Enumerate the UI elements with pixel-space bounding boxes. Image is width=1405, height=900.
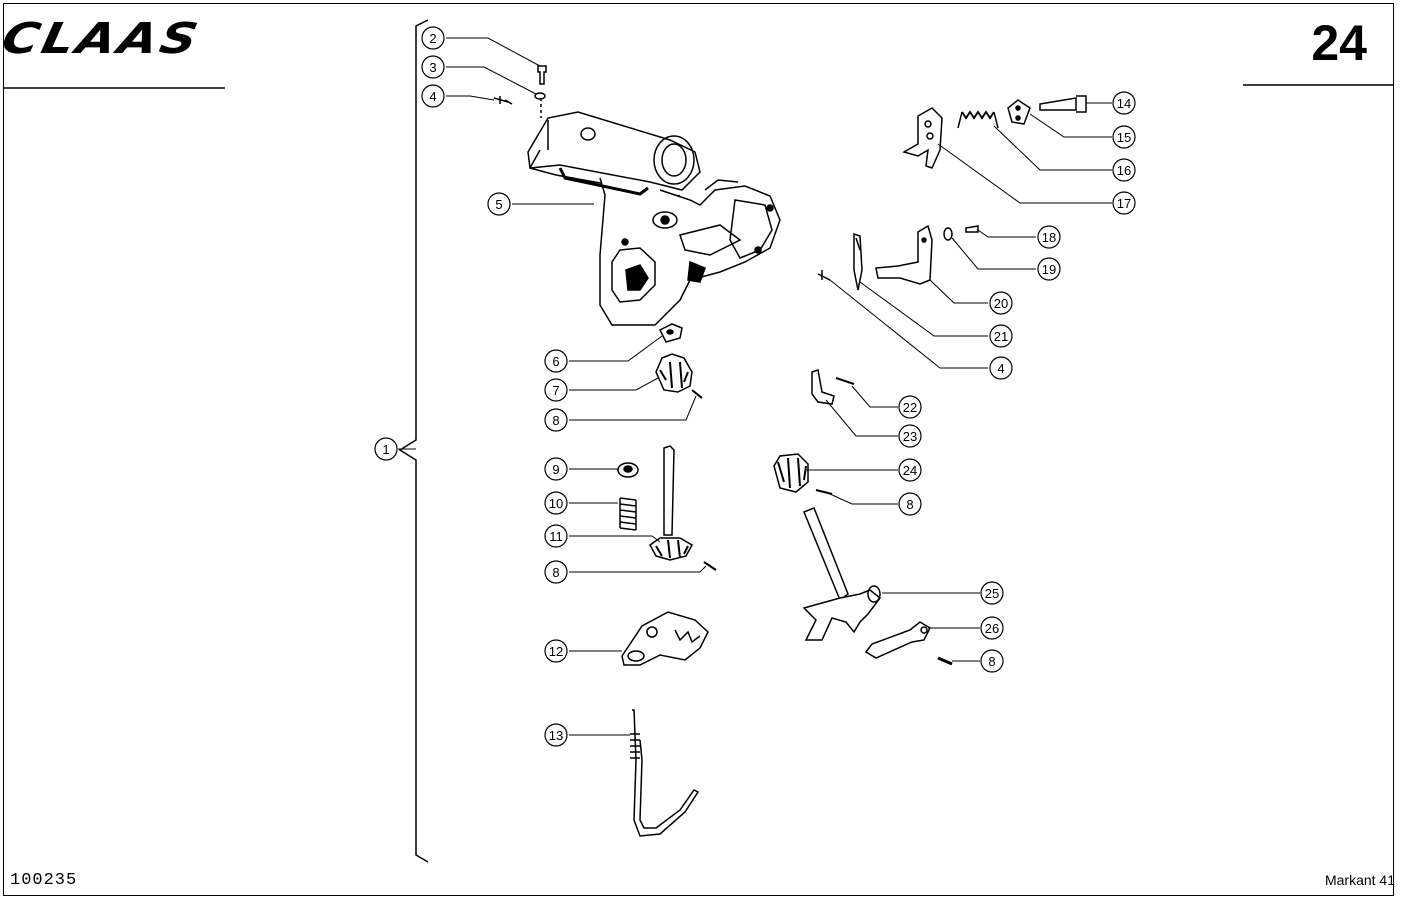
callout-label: 8 — [906, 497, 913, 512]
part-pinion — [655, 353, 693, 393]
callout-4: 4 — [421, 84, 445, 108]
part-pin-8a — [691, 389, 703, 399]
callout-22: 22 — [898, 395, 922, 419]
page-number: 24 — [1311, 15, 1367, 71]
part-pinion-right — [773, 453, 809, 493]
callout-20: 20 — [989, 291, 1013, 315]
callout-3: 3 — [421, 55, 445, 79]
callout-12: 12 — [544, 639, 568, 663]
callout-label: 11 — [549, 529, 563, 544]
callout-label: 21 — [994, 329, 1008, 344]
part-knob — [811, 369, 835, 405]
callout-label: 1 — [382, 442, 389, 457]
part-ratchet-lever — [621, 611, 709, 666]
callout-16: 16 — [1112, 158, 1136, 182]
callout-18: 18 — [1037, 225, 1061, 249]
callout-label: 18 — [1042, 230, 1056, 245]
callout-4: 4 — [989, 356, 1013, 380]
part-block — [658, 323, 683, 343]
callouts: 2 3 4 5 6 7 8 1 9 10 11 8 12 13 14 15 16… — [374, 26, 1136, 747]
part-pin-8c — [815, 489, 833, 495]
part-lever-26 — [864, 621, 931, 659]
callout-label: 5 — [495, 197, 502, 212]
callout-24: 24 — [898, 458, 922, 482]
model-name: Markant 41 — [1324, 872, 1395, 888]
part-pin-top — [493, 96, 513, 105]
part-plate — [1007, 99, 1031, 125]
part-washer-top — [534, 92, 546, 100]
part-bolt — [1039, 95, 1087, 113]
leader-lines — [398, 37, 1112, 736]
callout-11: 11 — [544, 524, 568, 548]
callout-1: 1 — [374, 437, 398, 461]
callout-label: 4 — [997, 361, 1004, 376]
part-pin-8d — [937, 656, 953, 666]
callout-label: 20 — [994, 296, 1008, 311]
callout-15: 15 — [1112, 125, 1136, 149]
callout-label: 12 — [549, 644, 563, 659]
callout-6: 6 — [544, 349, 568, 373]
callout-13: 13 — [544, 723, 568, 747]
callout-label: 23 — [903, 429, 917, 444]
part-pin-4b — [817, 270, 831, 281]
callout-19: 19 — [1037, 257, 1061, 281]
part-lever-20 — [875, 224, 933, 285]
callout-label: 4 — [429, 89, 436, 104]
part-spring — [619, 497, 637, 531]
callout-label: 14 — [1117, 96, 1131, 111]
part-spring-small — [957, 110, 999, 129]
document-number: 100235 — [10, 871, 78, 890]
callout-label: 3 — [429, 60, 436, 75]
callout-label: 8 — [988, 654, 995, 669]
callout-label: 9 — [552, 462, 559, 477]
assembly-bracket — [398, 19, 429, 863]
part-washer-19 — [943, 227, 953, 241]
callout-label: 22 — [903, 400, 917, 415]
part-pin-8b — [703, 561, 717, 571]
callout-5: 5 — [487, 192, 511, 216]
part-blade — [853, 232, 863, 291]
part-hook — [630, 709, 700, 837]
callout-8: 8 — [898, 492, 922, 516]
callout-10: 10 — [544, 491, 568, 515]
callout-23: 23 — [898, 424, 922, 448]
callout-label: 15 — [1117, 130, 1131, 145]
callout-label: 13 — [549, 728, 563, 743]
callout-8: 8 — [544, 408, 568, 432]
callout-14: 14 — [1112, 91, 1136, 115]
part-shaft-pinion — [649, 445, 694, 561]
part-shaft-fork — [802, 507, 882, 641]
callout-label: 7 — [552, 383, 559, 398]
callout-label: 16 — [1117, 163, 1131, 178]
callout-17: 17 — [1112, 191, 1136, 215]
callout-8: 8 — [980, 649, 1004, 673]
callout-2: 2 — [421, 26, 445, 50]
part-nut — [617, 462, 639, 478]
callout-label: 24 — [903, 463, 917, 478]
callout-25: 25 — [980, 581, 1004, 605]
part-screw-top — [537, 65, 547, 85]
callout-label: 2 — [429, 31, 436, 46]
callout-label: 6 — [552, 354, 559, 369]
callout-label: 10 — [549, 496, 563, 511]
callout-21: 21 — [989, 324, 1013, 348]
part-screw-18 — [965, 225, 979, 233]
callout-label: 8 — [552, 413, 559, 428]
callout-8: 8 — [544, 560, 568, 584]
part-pin-22 — [835, 377, 855, 385]
callout-26: 26 — [980, 616, 1004, 640]
callout-7: 7 — [544, 378, 568, 402]
page-frame — [3, 3, 1394, 896]
callout-label: 17 — [1117, 196, 1131, 211]
callout-label: 25 — [985, 586, 999, 601]
part-housing — [527, 111, 781, 326]
callout-label: 8 — [552, 565, 559, 580]
callout-label: 19 — [1042, 262, 1056, 277]
callout-label: 26 — [985, 621, 999, 636]
callout-9: 9 — [544, 457, 568, 481]
part-latch — [902, 107, 943, 169]
